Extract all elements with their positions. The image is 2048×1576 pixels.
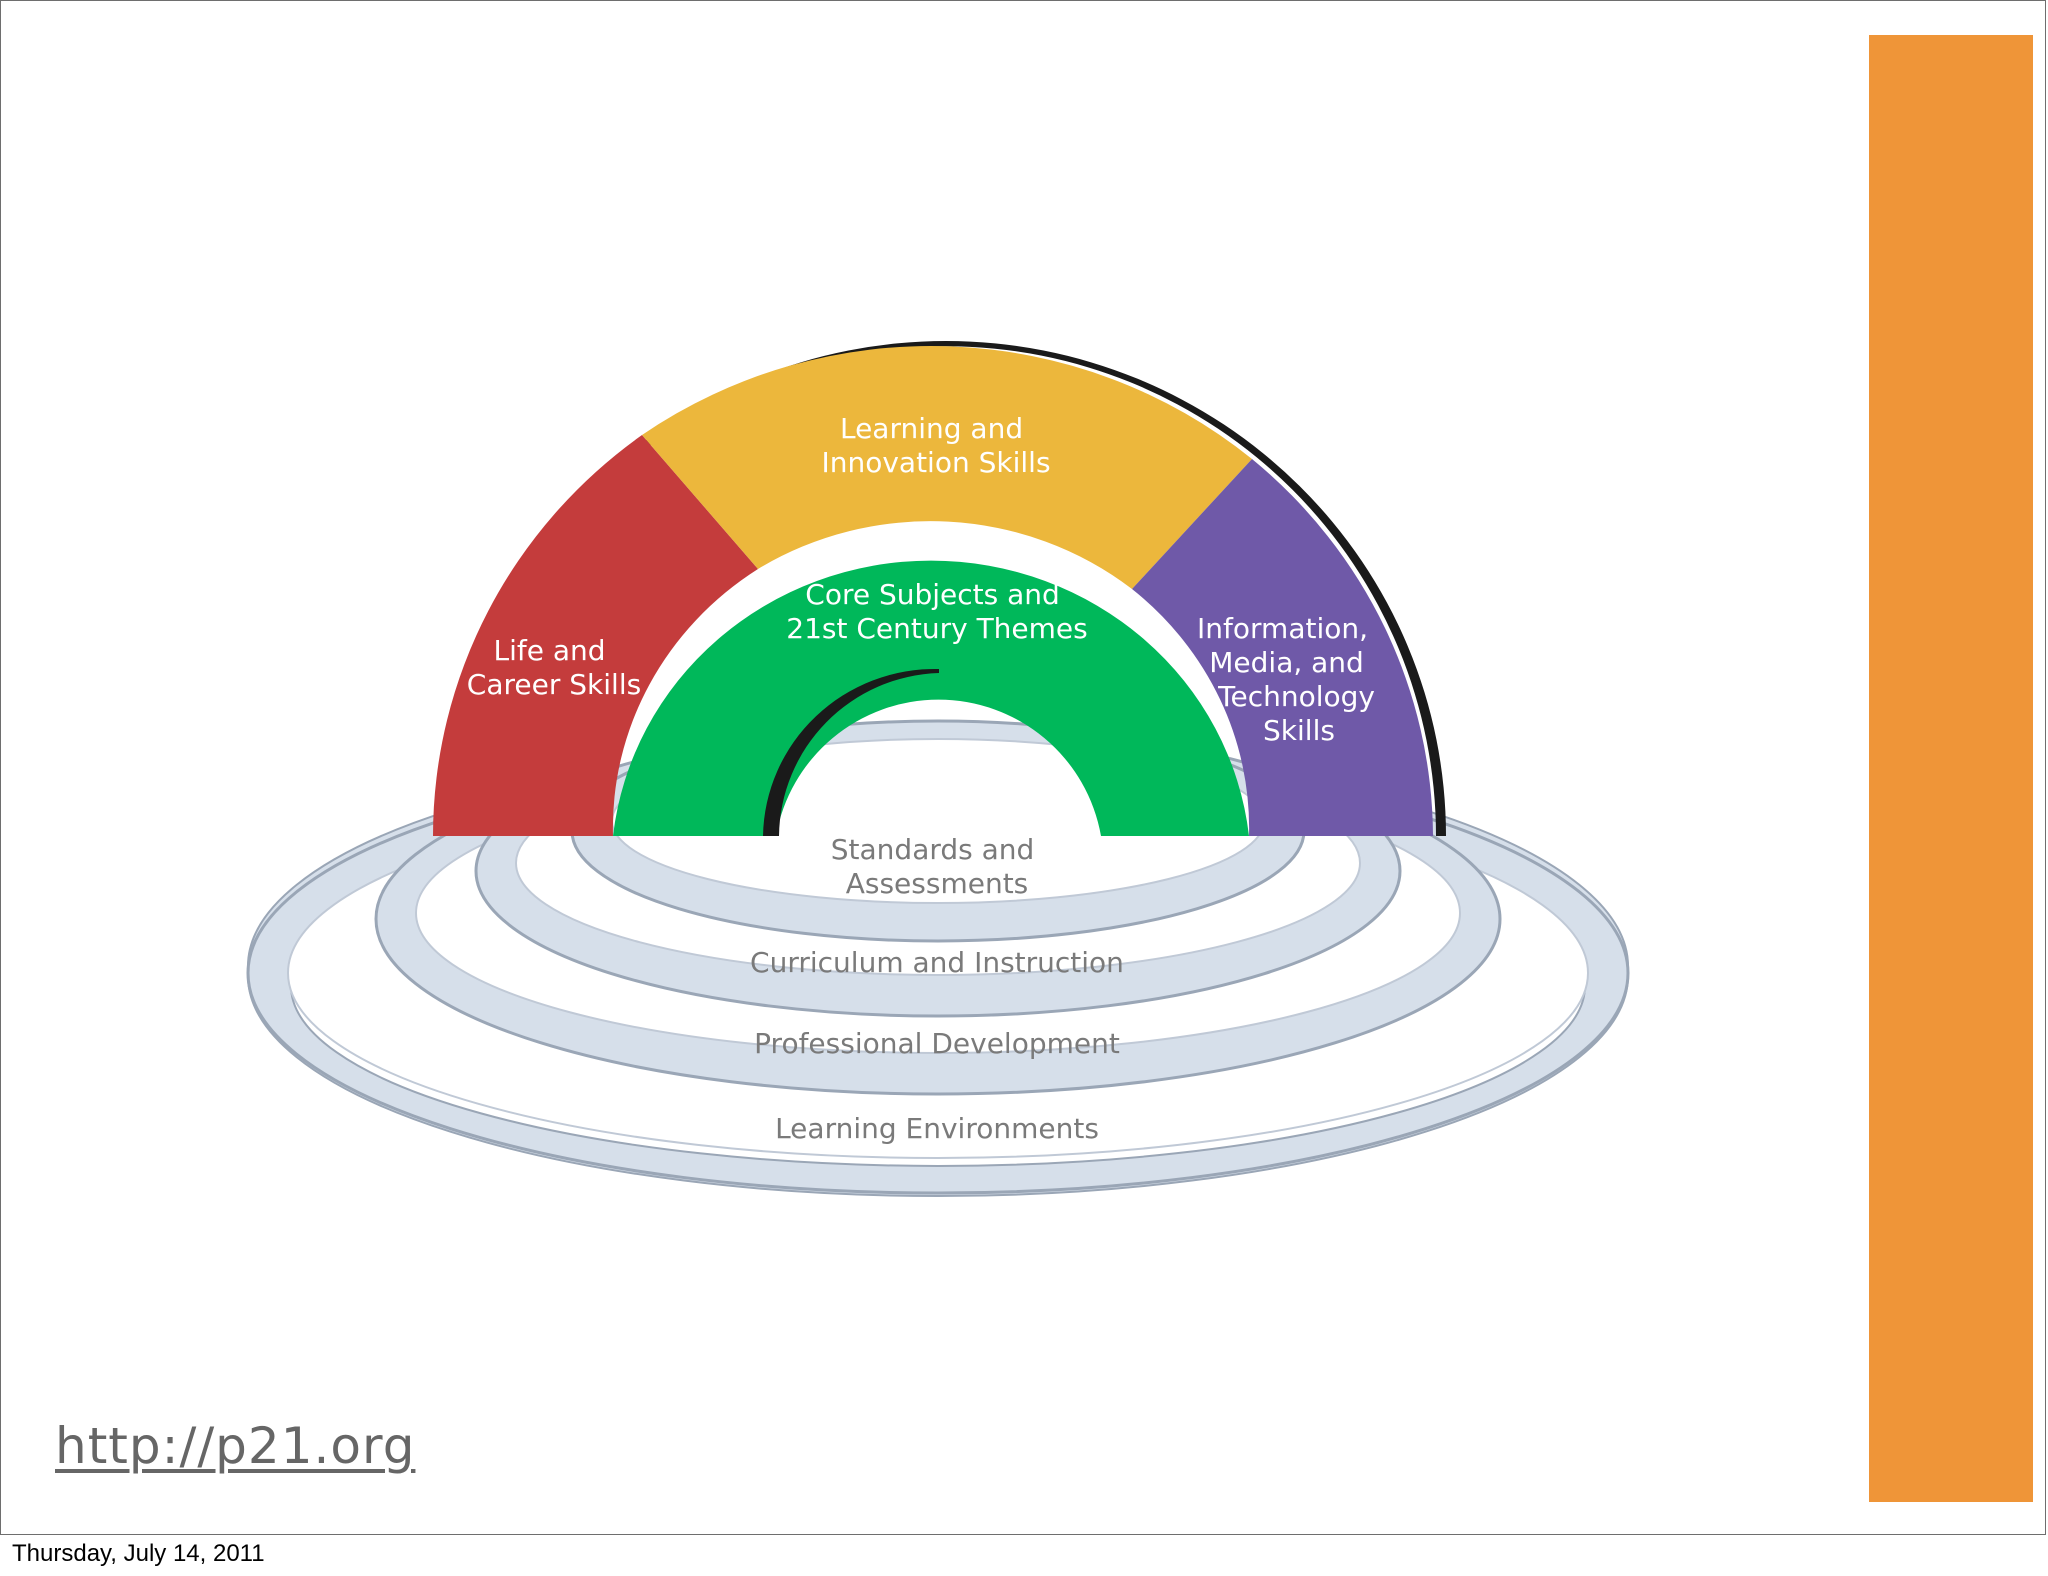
date-footer: Thursday, July 14, 2011 bbox=[12, 1540, 265, 1567]
segment-information-media bbox=[1132, 459, 1433, 836]
segment-core-subjects bbox=[613, 560, 1249, 836]
label-standards-assessments: Standards and Assessments bbox=[831, 833, 1043, 900]
label-professional-development: Professional Development bbox=[754, 1027, 1120, 1060]
p21-framework-diagram: Life and Career Skills Learning and Inno… bbox=[246, 341, 1630, 1197]
outer-arch bbox=[433, 346, 1433, 836]
label-learning-innovation: Learning and Innovation Skills bbox=[821, 412, 1050, 479]
p21-link[interactable]: http://p21.org bbox=[55, 1417, 416, 1475]
label-core-subjects: Core Subjects and 21st Century Themes bbox=[786, 578, 1088, 645]
core-inner-shadow bbox=[763, 668, 939, 836]
segment-learning-innovation bbox=[642, 346, 1252, 589]
label-learning-environments: Learning Environments bbox=[775, 1112, 1099, 1145]
slide: Life and Career Skills Learning and Inno… bbox=[0, 0, 2046, 1535]
label-life-career: Life and Career Skills bbox=[467, 634, 641, 701]
accent-bar bbox=[1869, 35, 2033, 1502]
segment-life-career bbox=[433, 435, 758, 836]
label-curriculum-instruction: Curriculum and Instruction bbox=[750, 946, 1124, 979]
label-information-media: Information, Media, and Technology Skill… bbox=[1197, 612, 1384, 747]
